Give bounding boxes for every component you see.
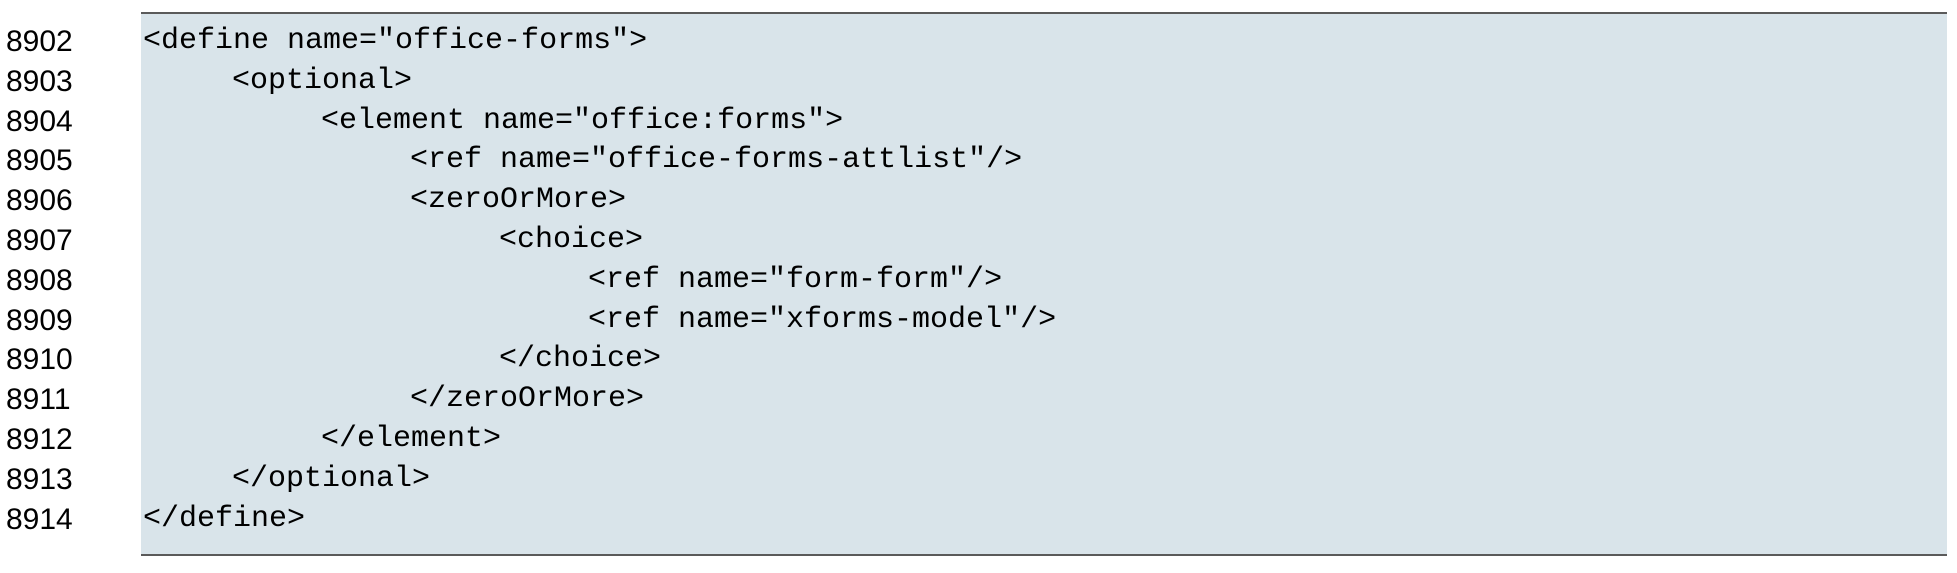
code-line: </choice> [499, 342, 662, 377]
code-line: <define name="office-forms"> [143, 24, 648, 58]
code-line: </define> [143, 501, 306, 536]
line-number: 8909 [6, 303, 73, 337]
line-number: 8906 [6, 184, 73, 218]
code-line: <optional> [232, 63, 413, 98]
code-line: <ref name="form-form"/> [588, 262, 1003, 297]
line-number-column: 8902 8903 8904 8905 8906 8907 8908 8909 … [6, 22, 73, 539]
line-number: 8913 [6, 462, 73, 496]
code-line: <ref name="office-forms-attlist"/> [410, 143, 1023, 178]
line-number: 8905 [6, 144, 73, 178]
line-number: 8902 [6, 25, 73, 58]
code-line: <zeroOrMore> [410, 183, 627, 218]
code-line: </zeroOrMore> [410, 382, 645, 417]
code-line: <choice> [499, 222, 644, 257]
line-number: 8904 [6, 104, 73, 138]
line-number: 8914 [6, 502, 73, 536]
line-number: 8907 [6, 223, 73, 257]
line-number: 8911 [6, 383, 71, 417]
code-line: <element name="office:forms"> [321, 103, 844, 138]
line-number: 8912 [6, 422, 73, 456]
line-number: 8910 [6, 343, 73, 377]
line-number: 8903 [6, 64, 73, 98]
line-number: 8908 [6, 263, 73, 297]
code-block: <define name="office-forms"> <optional> … [143, 22, 1056, 539]
code-line: <ref name="xforms-model"/> [588, 302, 1057, 337]
code-line: </element> [321, 421, 502, 456]
code-line: </optional> [232, 461, 431, 496]
code-block-background [141, 12, 1947, 556]
